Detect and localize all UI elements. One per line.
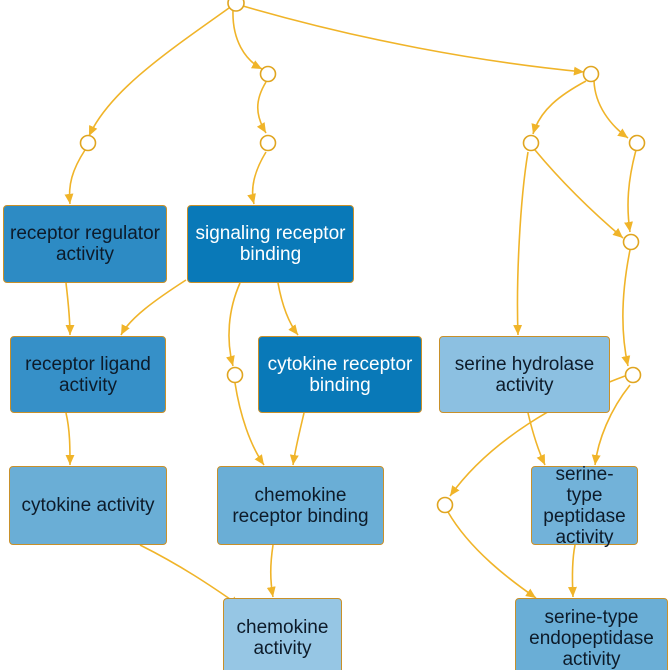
edge-root-to-a (88, 7, 230, 137)
term-label: chemokine receptor binding (232, 484, 369, 527)
edge-d-to-chemokine-receptor (234, 382, 265, 466)
intermediate-node (79, 134, 97, 152)
term-serine-hydrolase-activity[interactable]: serine hydrolase activity (439, 336, 610, 413)
term-label: cytokine receptor binding (267, 353, 413, 396)
edge-h-to-i (621, 249, 631, 367)
edge-j-to-serine-endopeptidase (447, 511, 537, 599)
intermediate-node (522, 134, 540, 152)
edge-e-to-f (531, 80, 587, 135)
intermediate-node (628, 134, 646, 152)
term-chemokine-receptor-binding[interactable]: chemokine receptor binding (217, 466, 384, 545)
term-cytokine-activity[interactable]: cytokine activity (9, 466, 167, 545)
root-intermediate-node (227, 0, 245, 12)
term-label: serine-type peptidase activity (543, 463, 626, 548)
term-signaling-receptor-binding[interactable]: signaling receptor binding (187, 205, 354, 283)
intermediate-node (622, 233, 640, 251)
intermediate-node (259, 65, 277, 83)
edge-regulator-to-ligand (65, 282, 75, 336)
term-serine-type-endopeptidase-activity[interactable]: serine-type endopeptidase activity (515, 598, 668, 670)
edge-cytokine-receptor-to-chemokine-receptor (289, 412, 305, 466)
term-label: serine-type endopeptidase activity (529, 606, 654, 670)
edge-g-to-h (624, 149, 637, 233)
edge-e-to-g (593, 80, 629, 139)
intermediate-node (259, 134, 277, 152)
term-label: receptor ligand activity (25, 353, 151, 396)
intermediate-node (226, 366, 244, 384)
term-label: receptor regulator activity (10, 223, 160, 265)
edge-serine-hydrolase-to-serine-peptidase (527, 412, 546, 466)
term-serine-type-peptidase-activity[interactable]: serine-type peptidase activity (531, 463, 638, 548)
edge-ligand-to-cytokine (65, 412, 75, 466)
edge-a-to-receptor-regulator (64, 149, 86, 205)
intermediate-node (436, 496, 454, 514)
edge-serine-peptidase-to-serine-endopeptidase (567, 544, 577, 598)
edge-f-to-serine-hydrolase (513, 151, 529, 336)
term-chemokine-activity[interactable]: chemokine activity (223, 598, 342, 670)
edge-c-to-signaling (247, 151, 267, 205)
edge-chemokine-receptor-to-chemokine (266, 544, 276, 598)
term-label: serine hydrolase activity (454, 353, 595, 396)
term-receptor-ligand-activity[interactable]: receptor ligand activity (10, 336, 166, 413)
edge-root-to-b (232, 9, 263, 70)
edge-root-to-e (242, 5, 585, 76)
edge-signaling-to-cytokine-receptor (277, 282, 299, 336)
intermediate-node (624, 366, 642, 384)
edge-signaling-to-d (226, 282, 241, 367)
edge-b-to-c (256, 81, 267, 134)
edge-i-to-serine-peptidase (591, 384, 631, 466)
term-label: chemokine activity (236, 617, 329, 659)
intermediate-node (582, 65, 600, 83)
term-label: cytokine activity (21, 495, 155, 516)
edge-f-to-h (534, 149, 624, 239)
term-label: signaling receptor binding (195, 223, 346, 265)
edge-signaling-to-ligand (120, 279, 187, 336)
term-cytokine-receptor-binding[interactable]: cytokine receptor binding (258, 336, 422, 413)
edge-cytokine-to-chemokine (139, 544, 241, 607)
term-receptor-regulator-activity[interactable]: receptor regulator activity (3, 205, 167, 283)
